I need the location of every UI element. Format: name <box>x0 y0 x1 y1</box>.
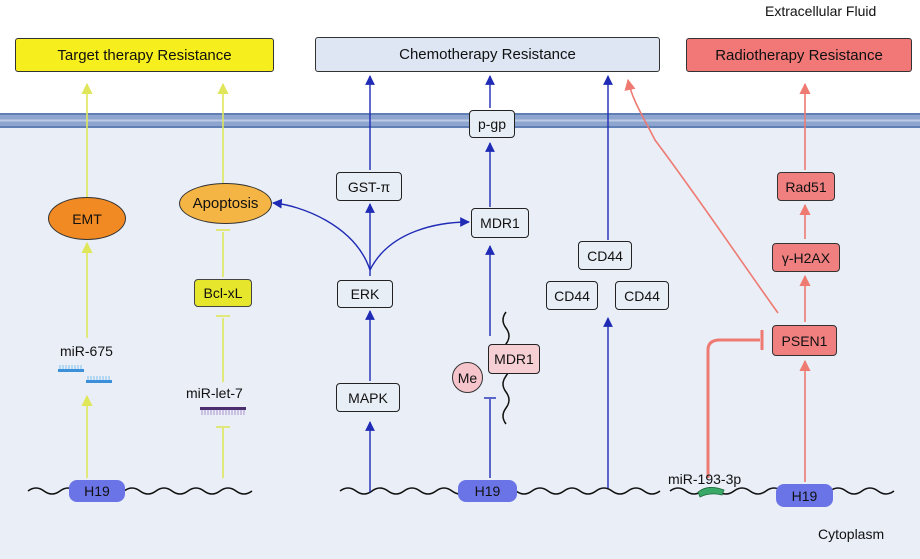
rad51-node: Rad51 <box>777 172 835 201</box>
mapk-node: MAPK <box>336 383 400 412</box>
h19-gene-chemo: H19 <box>458 480 517 502</box>
mirlet7-glyph <box>200 407 246 415</box>
h19-gene-radio: H19 <box>776 484 833 507</box>
mdr1-methylated-node: MDR1 <box>488 344 540 374</box>
target-therapy-header: Target therapy Resistance <box>15 38 274 72</box>
pgp-node: p-gp <box>469 110 515 138</box>
erk-node: ERK <box>337 280 393 308</box>
chemotherapy-header: Chemotherapy Resistance <box>315 37 660 72</box>
mir675-label: miR-675 <box>60 343 113 359</box>
radiotherapy-header: Radiotherapy Resistance <box>686 38 912 72</box>
radio-arrows <box>624 78 811 482</box>
extracellular-label: Extracellular Fluid <box>765 3 877 19</box>
gst-pi-node: GST-π <box>336 172 402 201</box>
mirlet7-label: miR-let-7 <box>186 385 243 401</box>
h19-gene-target: H19 <box>69 480 125 502</box>
emt-node: EMT <box>48 197 126 240</box>
methyl-group: Me <box>452 362 483 393</box>
mir675-glyph <box>58 365 112 383</box>
cd44-node-left: CD44 <box>546 281 598 310</box>
bclxl-node: Bcl-xL <box>194 279 252 307</box>
dna-strand-left <box>27 487 253 495</box>
mir193-label: miR-193-3p <box>668 471 742 487</box>
cell-membrane <box>0 113 920 128</box>
mdr1-node: MDR1 <box>471 208 529 238</box>
cytoplasm-label: Cytoplasm <box>818 526 885 542</box>
mir193-glyph <box>697 487 725 498</box>
psen1-node: PSEN1 <box>772 325 837 356</box>
apoptosis-node: Apoptosis <box>179 183 272 224</box>
gamma-h2ax-node: γ-H2AX <box>772 243 840 272</box>
chemo-arrows <box>272 75 613 492</box>
target-arrows <box>81 82 230 478</box>
cd44-node-top: CD44 <box>578 241 632 270</box>
cd44-node-right: CD44 <box>615 281 669 310</box>
